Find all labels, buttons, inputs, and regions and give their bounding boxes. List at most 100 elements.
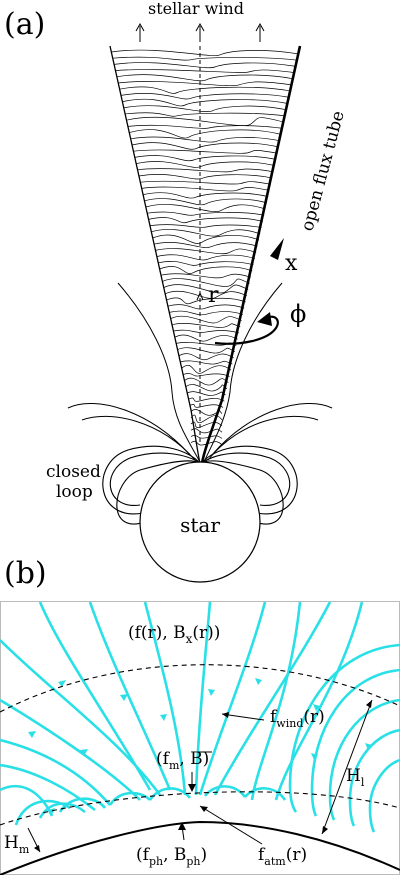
tube-streamline [114, 62, 297, 69]
tube-streamline [163, 284, 249, 294]
hl-label: Hl [346, 766, 365, 789]
hm-label: Hm [4, 833, 30, 856]
fatm-end: (r) [286, 845, 307, 865]
wind-arrowhead [255, 22, 265, 32]
tube-streamline [136, 161, 275, 168]
fm-end: , B) [179, 749, 209, 769]
tube-streamline [183, 373, 230, 377]
hm-sub: m [19, 843, 30, 856]
fatm-pointer [199, 805, 263, 845]
tube-streamline [154, 242, 258, 248]
tube-streamline [155, 248, 257, 255]
star-circle [139, 461, 261, 583]
tube-streamline [159, 266, 253, 274]
wind-arrowhead [195, 22, 205, 32]
tube-streamlines [111, 49, 299, 446]
tube-streamline [174, 334, 238, 342]
wind-arrowhead [135, 22, 145, 32]
side-field-lines [67, 282, 333, 463]
tube-streamline [120, 93, 290, 100]
tube-streamline [160, 273, 251, 279]
panel-b-tag: (b) [4, 556, 47, 591]
tube-streamline [133, 149, 278, 154]
tube-streamline [119, 86, 291, 94]
tube-streamline [147, 211, 265, 216]
tube-streamline [151, 229, 261, 237]
tube-streamline [178, 353, 234, 361]
fph-pointer-head [178, 822, 186, 830]
phi-arrowhead [257, 312, 272, 326]
star-label: star [180, 513, 220, 537]
phi-arrow [214, 315, 279, 345]
tube-streamline [131, 142, 279, 150]
tube-streamline [148, 217, 263, 224]
top-field-end: (r)) [192, 623, 220, 643]
stellar-wind-label: stellar wind [148, 0, 244, 18]
tube-streamline [164, 290, 248, 299]
fph-sub2: ph [186, 855, 200, 868]
fatm-text: f [258, 845, 266, 865]
tube-streamline [129, 129, 282, 139]
wind-boundary-arc [0, 664, 400, 713]
tube-streamline [173, 329, 239, 334]
fm-pointer-head [188, 784, 196, 792]
fph-mid: , B [163, 845, 186, 865]
tube-streamline [126, 116, 285, 126]
tube-streamline [190, 440, 223, 446]
tube-streamline [140, 180, 271, 185]
tube-streamline [115, 69, 295, 73]
fatm-label: fatm(r) [258, 845, 307, 868]
top-field-text: (f(r), B [128, 623, 186, 643]
tube-streamline [162, 278, 250, 287]
tube-streamline [122, 98, 289, 107]
f-wind-sub: wind [276, 717, 303, 730]
tube-streamline [143, 192, 269, 199]
tube-streamline [187, 391, 226, 396]
tube-streamline [116, 74, 294, 82]
tube-streamline [188, 397, 225, 402]
tube-streamline [125, 112, 286, 117]
fatm-pointer-head [200, 806, 208, 812]
tube-streamline [190, 409, 223, 416]
tube-streamline [169, 310, 244, 316]
fm-sub: m [169, 759, 180, 772]
tube-streamline [185, 384, 228, 392]
tube-streamline [171, 323, 241, 328]
closed-loop-label-line1: closed [46, 462, 101, 482]
panel-a-tag: (a) [4, 7, 45, 42]
fm-label: (fm, B) [156, 749, 209, 772]
tube-streamline [112, 56, 298, 61]
hl-text: H [346, 766, 361, 786]
tube-left-edge [109, 45, 201, 464]
hl-arrow [321, 699, 373, 835]
x-arrowhead [270, 238, 284, 260]
top-field-sub: x [186, 632, 193, 646]
tube-streamline [184, 377, 229, 386]
f-wind-pointer [221, 713, 265, 721]
r-arrowhead [196, 291, 204, 301]
tube-streamline [111, 49, 299, 56]
hl-arrowhead-top [366, 700, 372, 708]
f-wind-label: fwind(r) [270, 707, 325, 730]
tube-streamline [156, 254, 256, 261]
closed-loop-label-line2: loop [56, 482, 93, 502]
tube-streamline [170, 315, 242, 324]
tube-streamline [145, 204, 266, 212]
wind-arrows [135, 22, 265, 42]
tube-streamline [167, 304, 245, 310]
tube-streamline [180, 360, 233, 365]
top-field-label: (f(r), Bx(r)) [128, 623, 220, 646]
tube-streamline [141, 186, 270, 192]
f-wind-pointer-head [222, 712, 229, 718]
fph-end: ) [201, 845, 208, 865]
tube-streamline [166, 297, 246, 305]
tube-streamline [134, 155, 277, 162]
tube-streamline [118, 81, 293, 87]
hl-sub: l [361, 776, 365, 789]
hm-text: H [4, 833, 19, 853]
cyan-arrowheads [28, 678, 372, 815]
tube-streamline [190, 414, 223, 424]
tube-streamline [138, 174, 273, 180]
